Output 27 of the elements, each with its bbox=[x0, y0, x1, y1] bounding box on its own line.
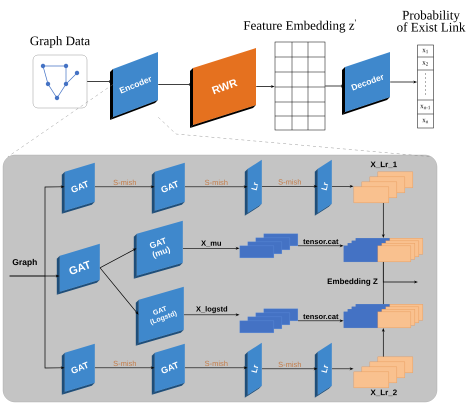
input-label: Graph bbox=[12, 258, 37, 267]
feature-stack: X_Lr_1 bbox=[354, 162, 413, 203]
zoom-line bbox=[8, 84, 113, 157]
gat-block: GAT bbox=[62, 344, 95, 395]
gat-block: GAT bbox=[152, 344, 185, 395]
concat-stack bbox=[344, 238, 423, 262]
gat-block: GAT bbox=[62, 162, 95, 214]
gat-block: GAT (mu) bbox=[134, 220, 183, 279]
gat-block: GAT bbox=[56, 244, 100, 295]
gat-block: GAT bbox=[152, 162, 185, 214]
concat-stack bbox=[344, 304, 423, 328]
node-label: X_Lr_1 bbox=[370, 162, 397, 168]
lr-block: Lr bbox=[314, 160, 332, 216]
lr-block: Lr bbox=[244, 342, 262, 398]
lr-block: Lr bbox=[314, 342, 332, 398]
node-label: Probability of Exist Link bbox=[397, 10, 466, 32]
graph-data-box: Graph Data bbox=[30, 36, 90, 108]
rwr-block: RWR bbox=[190, 48, 256, 128]
lr-block: Lr bbox=[244, 160, 262, 216]
zoom-line bbox=[158, 117, 432, 157]
node-label: X_Lr_2 bbox=[370, 390, 397, 396]
feature-stack bbox=[240, 308, 298, 333]
node-label: Graph Data bbox=[30, 36, 90, 48]
feature-stack: X_Lr_2 bbox=[354, 356, 413, 396]
embedding-label: Embedding Z bbox=[328, 278, 378, 286]
node-label: Feature Embedding z$^{'}$ bbox=[244, 19, 356, 33]
feature-stack bbox=[240, 234, 298, 258]
